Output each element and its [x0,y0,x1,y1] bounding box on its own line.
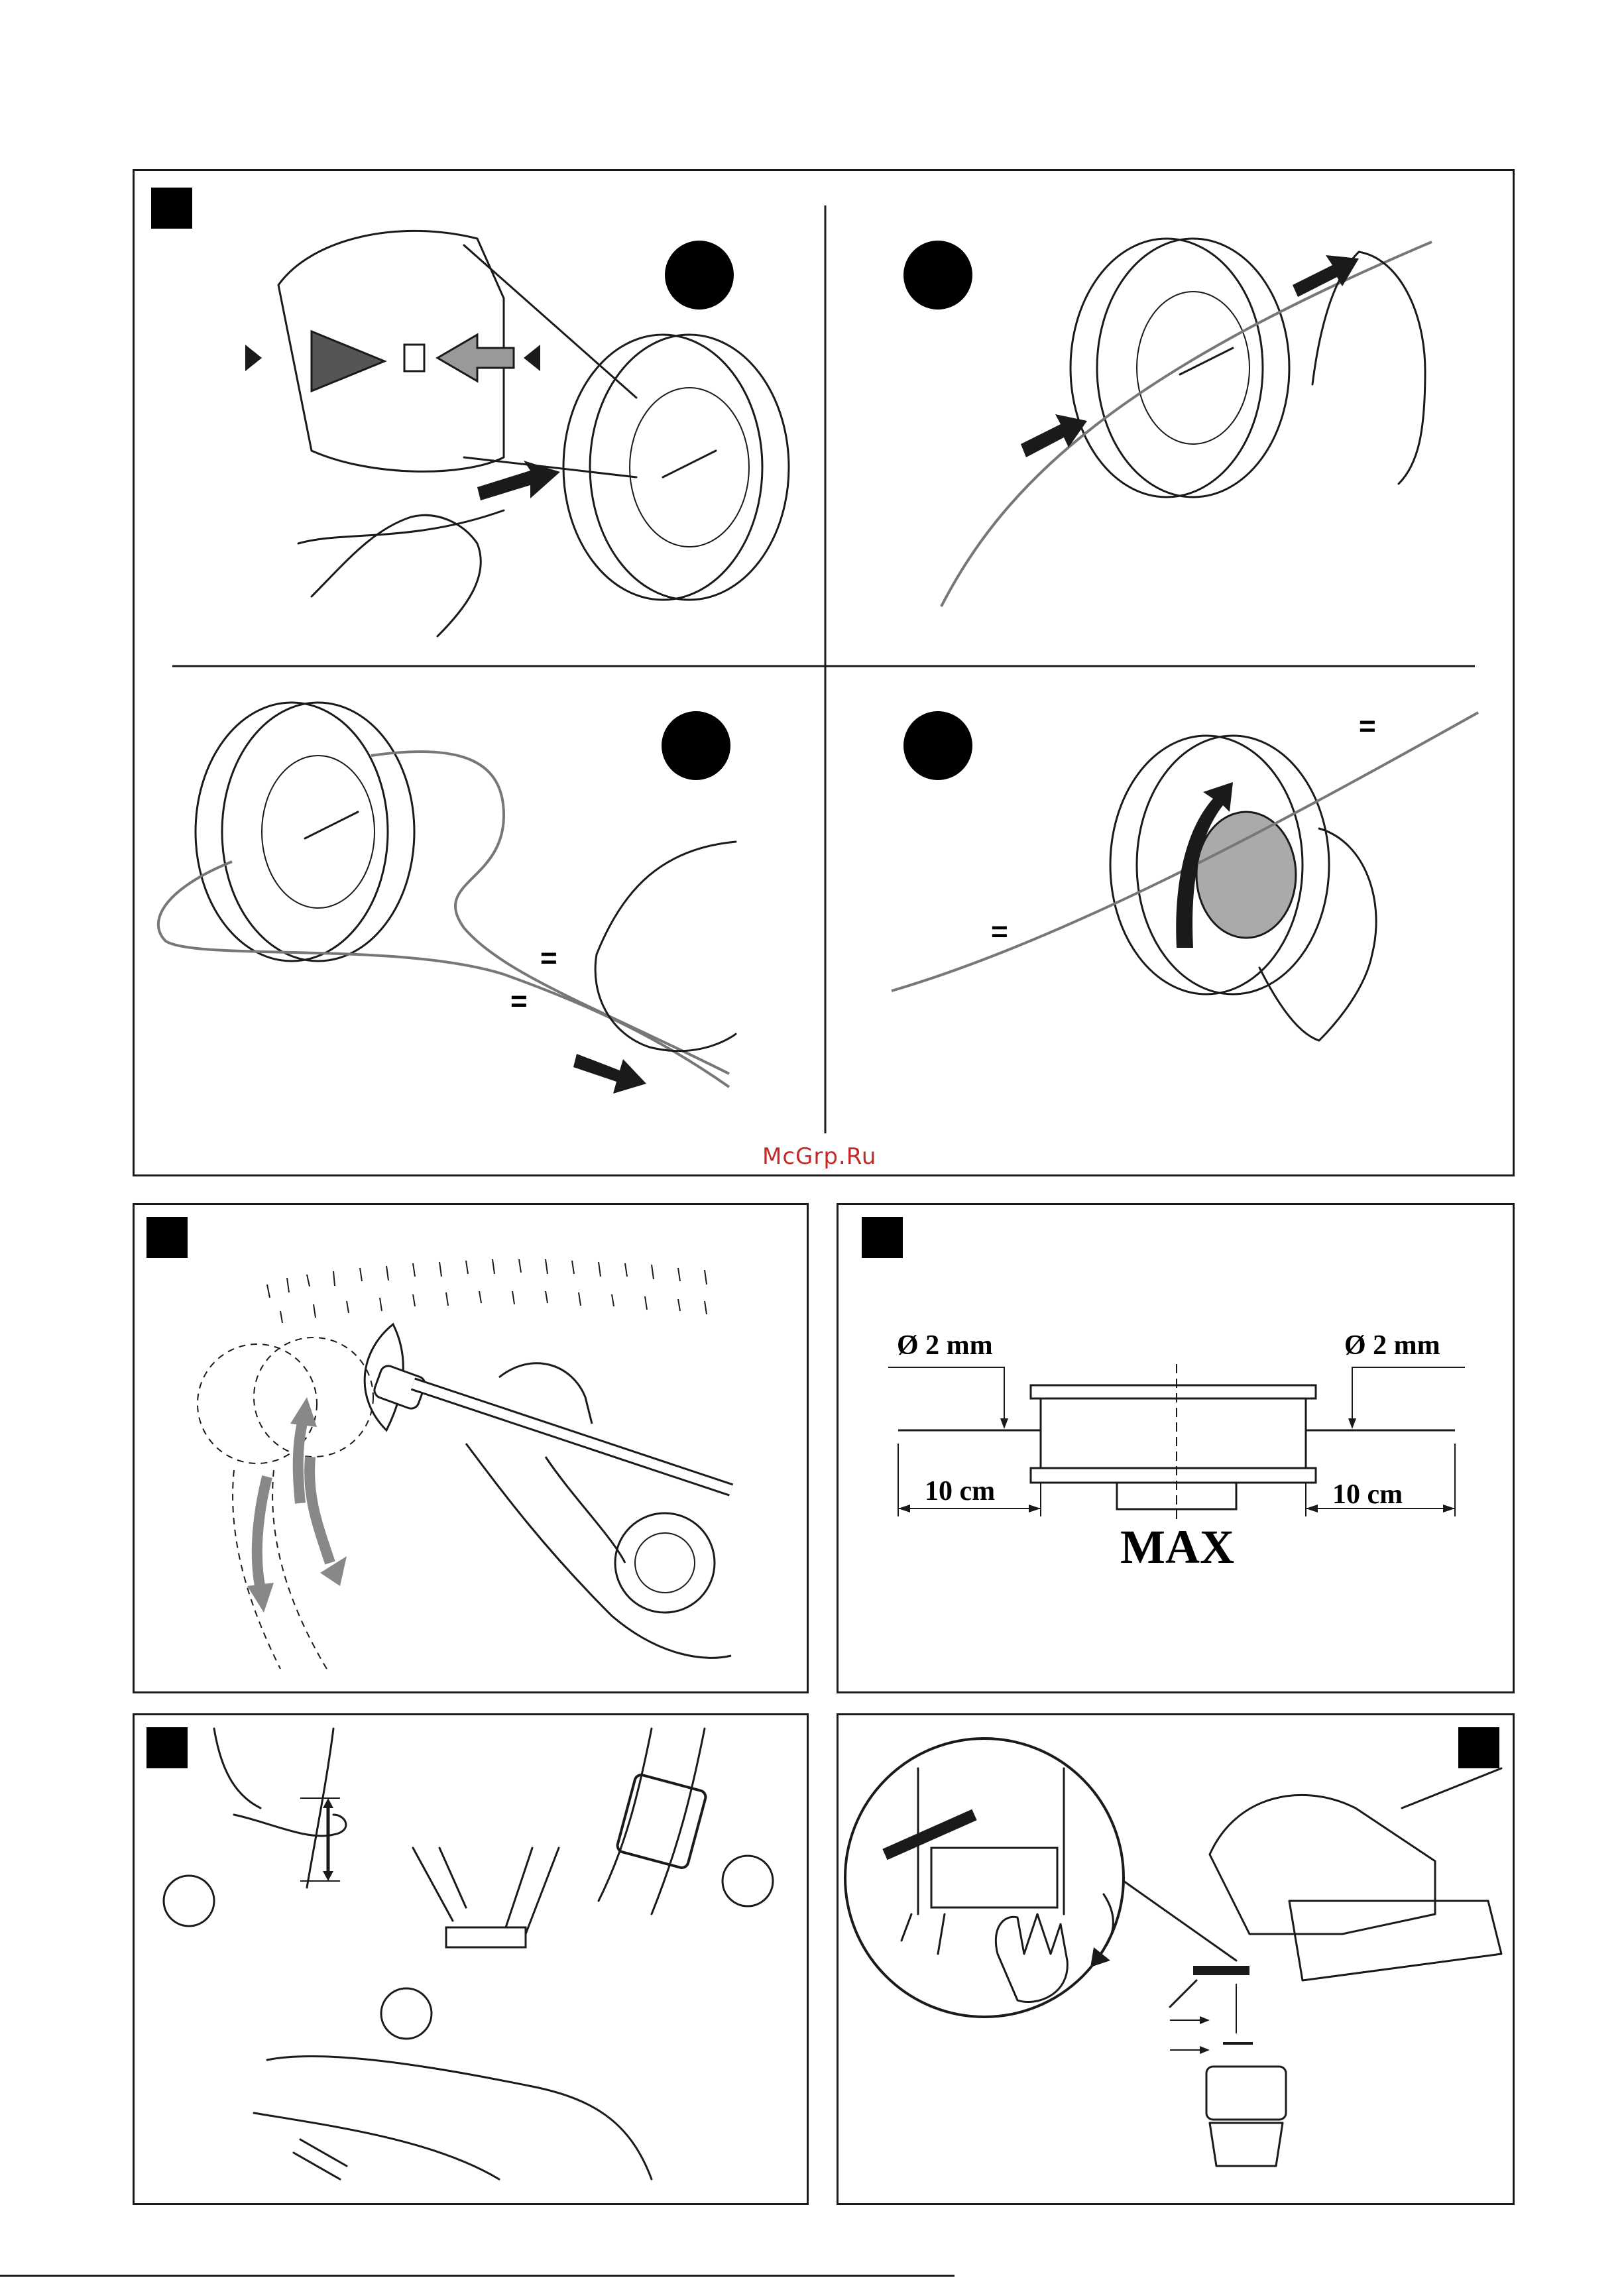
right-diameter-label: Ø 2 mm [1344,1330,1440,1361]
page-footer-rule [0,2275,955,2277]
step-4-drawing [892,712,1478,1041]
equals-mark-4: = [1359,710,1376,742]
head-removal-illustration [839,1715,1517,2207]
equals-mark-2: = [510,985,528,1017]
equals-mark-3: = [991,915,1008,948]
step-3-drawing [158,703,736,1094]
right-length-label: 10 cm [1332,1479,1403,1510]
max-label: MAX [1120,1520,1234,1573]
line-length-diagram: Ø 2 mm Ø 2 mm 10 cm 10 cm MAX [839,1205,1517,1695]
harness-adjustment-panel [133,1713,809,2205]
cutting-motion-panel [133,1203,809,1693]
line-length-panel: Ø 2 mm Ø 2 mm 10 cm 10 cm MAX [837,1203,1515,1693]
harness-illustration [135,1715,811,2207]
head-removal-panel [837,1713,1515,2205]
left-diameter-label: Ø 2 mm [897,1330,993,1361]
step-2-drawing [941,239,1432,606]
watermark: McGrp.Ru [762,1143,876,1170]
cutting-motion-illustration [135,1205,811,1695]
equals-mark-1: = [540,942,557,974]
left-length-label: 10 cm [925,1476,995,1507]
